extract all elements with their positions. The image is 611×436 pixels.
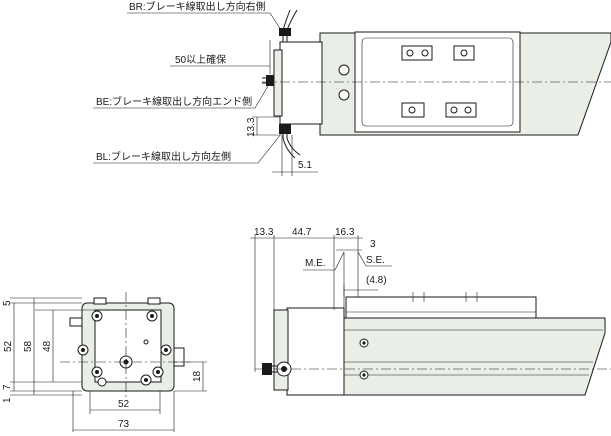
end-bolt [156, 370, 160, 374]
dim-5-1-text: 5.1 [298, 160, 312, 171]
leader-bl [93, 133, 282, 164]
end-bolt [150, 314, 154, 318]
side-motor [286, 307, 345, 396]
top-side-bolt [338, 64, 350, 76]
side-view: 13.3 44.7 16.3 3 M.E. S.E. (4.8) [250, 227, 611, 396]
callout-be-text: BE:ブレーキ線取出し方向エンド側 [96, 95, 252, 108]
top-side-bolt [338, 89, 350, 101]
top-block [401, 45, 433, 61]
leader-br [127, 12, 282, 31]
callout-br-text: BR:ブレーキ線取出し方向右側 [129, 0, 266, 13]
dim-4-8-text: (4.8) [366, 275, 387, 286]
dim-52-bottom-text: 52 [118, 399, 130, 410]
end-center-hole [123, 359, 129, 365]
callout-50-text: 50以上確保 [175, 53, 226, 66]
side-cable-boot [262, 363, 272, 375]
dim-18-text: 18 [192, 370, 203, 382]
top-view: BR:ブレーキ線取出し方向右側 50以上確保 BE:ブレーキ線取出し方向エンド側… [93, 0, 611, 176]
side-dim-3-text: 3 [370, 239, 376, 250]
dim-13-3-text: 13.3 [246, 117, 257, 137]
dim-58-text: 58 [23, 340, 34, 352]
top-bolt [464, 106, 472, 114]
dim-1-text: 1 [2, 397, 13, 403]
dim-7-text: 7 [2, 384, 13, 390]
end-view: 5 52 58 48 7 1 18 52 73 [2, 292, 207, 432]
cable-bl [282, 124, 296, 159]
side-dim-16-3-text: 16.3 [335, 227, 355, 238]
side-cable-bolt [281, 366, 287, 372]
end-top-rail [93, 297, 107, 305]
callout-bl-text: BL:ブレーキ線取出し方向左側 [96, 150, 231, 163]
end-bolt [144, 378, 148, 382]
side-dim-44-7-text: 44.7 [292, 227, 312, 238]
cable-be-boot [266, 75, 274, 86]
cable-bl-boot [279, 124, 291, 134]
end-bolt [95, 314, 99, 318]
leader-se [357, 251, 392, 267]
end-plate [94, 309, 162, 383]
end-small-hole [143, 339, 149, 345]
side-end-bolt [362, 341, 366, 345]
dim-73-text: 73 [118, 419, 130, 430]
leader-me [303, 251, 345, 271]
top-flange [273, 49, 283, 117]
side-dim-13-3-text: 13.3 [254, 227, 274, 238]
top-bolt [450, 106, 458, 114]
dim-48-text: 48 [42, 340, 53, 352]
top-bolt [421, 49, 429, 57]
end-side-nub [69, 317, 83, 327]
end-bolt [164, 348, 168, 352]
dim-5-text: 5 [2, 300, 13, 306]
end-bolt [97, 377, 107, 387]
label-se-text: S.E. [366, 255, 385, 266]
top-motor-unit [279, 41, 323, 125]
end-top-rail [147, 297, 161, 305]
leader-be [93, 85, 269, 109]
dim-52-left-text: 52 [3, 340, 14, 352]
side-end-bolt [362, 373, 366, 377]
cable-br-boot [279, 28, 291, 36]
label-me-text: M.E. [305, 258, 326, 269]
top-bolt [408, 106, 416, 114]
top-block [445, 102, 477, 118]
end-bolt [81, 348, 85, 352]
end-side-nub [173, 347, 185, 367]
end-bolt [95, 370, 99, 374]
top-bolt [460, 49, 468, 57]
cable-bl [286, 124, 301, 156]
side-flange [273, 309, 289, 391]
top-bolt [406, 49, 414, 57]
side-slider [345, 296, 537, 319]
side-rail [343, 317, 606, 396]
